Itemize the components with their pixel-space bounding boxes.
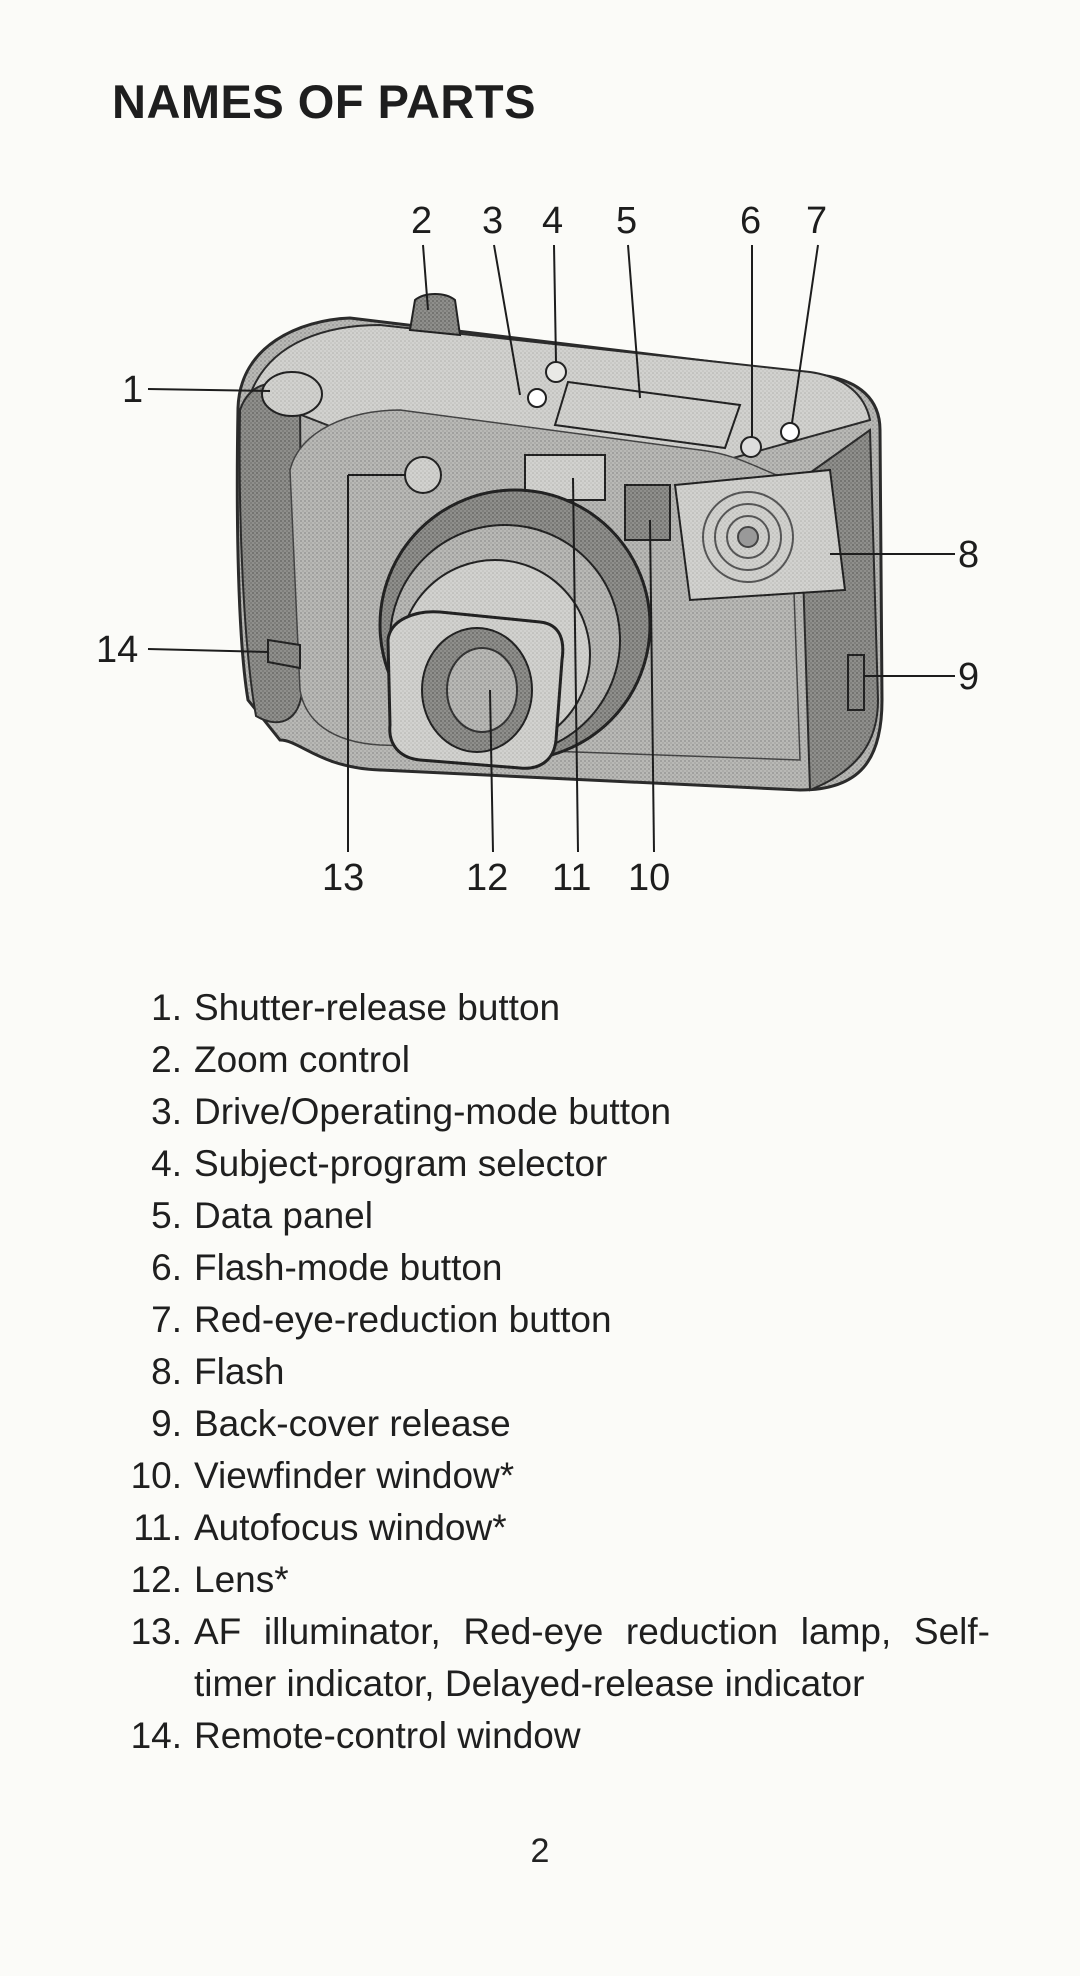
remote-window-shape [267, 638, 301, 670]
list-item: 3.Drive/Operating-mode button [151, 1091, 672, 1132]
back-cover-release-shape [847, 654, 865, 711]
zoom-control-shape [408, 293, 462, 337]
camera-illustration: 1 2 3 4 5 6 7 8 9 13 12 11 10 14 [96, 200, 979, 899]
callout-1: 1 [122, 369, 143, 411]
callout-5: 5 [616, 200, 637, 242]
callout-8: 8 [958, 534, 979, 576]
list-item: 8.Flash [151, 1351, 285, 1392]
callout-12: 12 [466, 857, 508, 899]
callout-2: 2 [411, 200, 432, 242]
leader-lines [147, 244, 955, 853]
list-item: 7.Red-eye-reduction button [151, 1299, 612, 1340]
callout-13: 13 [322, 857, 364, 899]
parts-list: 1.Shutter-release button 2.Zoom control … [100, 982, 990, 1762]
list-item: 12.Lens* [130, 1559, 289, 1600]
callout-3: 3 [482, 200, 503, 242]
callout-14: 14 [96, 629, 138, 671]
page-title: NAMES OF PARTS [112, 75, 536, 128]
list-item: 4.Subject-program selector [151, 1143, 608, 1184]
callout-9: 9 [958, 656, 979, 698]
list-item: 9.Back-cover release [151, 1403, 511, 1444]
callout-10: 10 [628, 857, 670, 899]
callout-7: 7 [806, 200, 827, 242]
callout-4: 4 [542, 200, 563, 242]
camera-figure: 1 2 3 4 5 6 7 8 9 13 12 11 10 14 [0, 190, 1080, 910]
list-item: 1.Shutter-release button [151, 987, 561, 1028]
viewfinder-shape [624, 484, 671, 541]
list-item: 14.Remote-control window [130, 1715, 581, 1756]
flash-shape [673, 468, 847, 602]
list-item: 10.Viewfinder window* [130, 1455, 515, 1496]
af-illuminator-shape [404, 456, 442, 494]
shutter-button-shape [261, 371, 323, 417]
page-number: 2 [530, 1832, 550, 1870]
list-item: 2.Zoom control [151, 1039, 410, 1080]
list-item: 6.Flash-mode button [151, 1247, 503, 1288]
list-item: 11.Autofocus window* [133, 1507, 507, 1548]
callout-6: 6 [740, 200, 761, 242]
lens-shape [378, 488, 652, 770]
data-panel-shape [553, 380, 742, 450]
callout-11: 11 [552, 857, 591, 899]
list-item: 13.AF illuminator, Red-eye reduction lam… [130, 1611, 990, 1704]
list-item: 5.Data panel [151, 1195, 373, 1236]
